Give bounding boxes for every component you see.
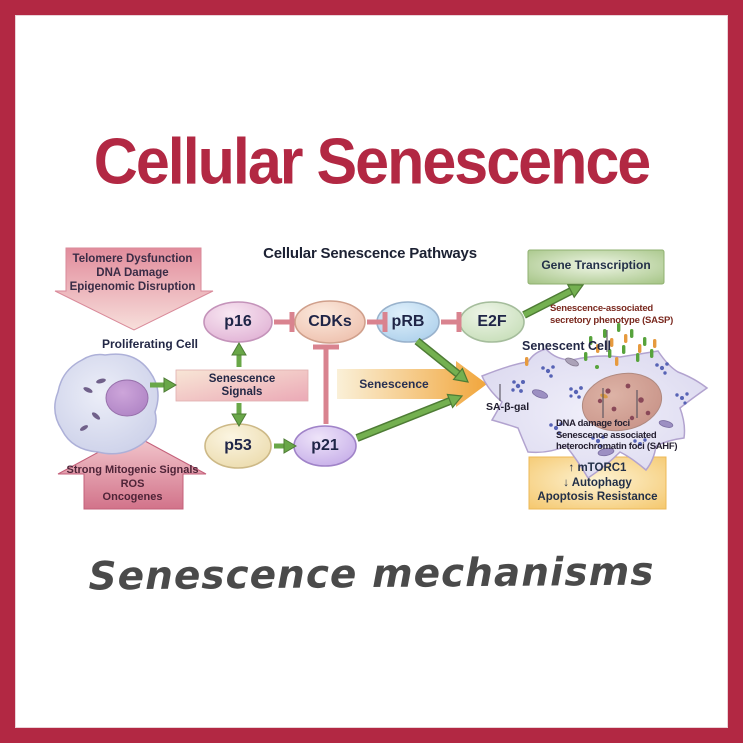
sasp-particles	[525, 323, 657, 369]
gene-transcription-label: Gene Transcription	[541, 258, 651, 272]
stress-line-2: DNA Damage	[96, 267, 169, 279]
effects-line-3: Apoptosis Resistance	[537, 491, 658, 503]
senescent-cell-label: Senescent Cell	[522, 339, 611, 353]
pointer-lines	[499, 330, 638, 418]
node-p53-label: p53	[224, 437, 252, 454]
senescence-arrow-label: Senescence	[359, 377, 429, 391]
mitogenic-arrow-text: Strong Mitogenic Signals ROS Oncogenes	[58, 464, 207, 505]
node-cdks-shape	[294, 300, 366, 344]
mitogenic-up-arrow	[57, 433, 207, 510]
node-p21-label: p21	[311, 437, 339, 454]
sasp-label: Senescence-associated secretory phenotyp…	[550, 303, 690, 327]
effects-line-1: ↑ mTORC1	[568, 462, 627, 474]
effects-box-text: ↑ mTORC1 ↓ Autophagy Apoptosis Resistanc…	[529, 461, 666, 505]
node-p16-shape	[203, 301, 273, 343]
sasp-line-1: Senescence-associated	[550, 303, 653, 314]
node-e2f-label: E2F	[477, 313, 507, 330]
signals-line-2: Signals	[221, 386, 263, 398]
senescent-cell-art	[481, 348, 709, 480]
inhibition-connectors	[274, 312, 462, 424]
mitogenic-line-3: Oncogenes	[102, 491, 163, 503]
node-prb-label: pRB	[391, 313, 425, 330]
signals-line-1: Senescence	[208, 373, 276, 385]
mitogenic-line-1: Strong Mitogenic Signals	[66, 464, 199, 476]
sasp-line-2: secretory phenotype (SASP)	[550, 315, 674, 326]
foci-line-3: heterochromatin foci (SAHF)	[556, 441, 678, 452]
stress-down-arrow	[54, 247, 214, 331]
sa-b-gal-granules	[511, 362, 689, 448]
sa-b-gal-label: SA-β-gal	[486, 401, 530, 413]
proliferating-cell-label: Proliferating Cell	[101, 337, 199, 351]
stress-arrow-text: Telomere Dysfunction DNA Damage Epigenom…	[62, 252, 203, 294]
foci-line-1: DNA damage foci	[556, 418, 630, 429]
page-title: Cellular Senescence	[93, 124, 651, 198]
foci-labels: DNA damage foci Senescence associated he…	[556, 418, 706, 453]
handwritten-caption: Senescence mechanisms	[88, 549, 655, 600]
stress-line-3: Epigenomic Disruption	[69, 281, 196, 293]
mitogenic-line-2: ROS	[120, 477, 145, 490]
senescence-signals-label: Senescence Signals	[176, 373, 308, 399]
activation-arrows	[150, 284, 585, 454]
gene-transcription-box	[527, 249, 665, 285]
proliferating-cell-art	[54, 353, 159, 455]
node-cdks-label: CDKs	[308, 313, 352, 330]
node-p16-label: p16	[224, 313, 252, 330]
foci-line-2: Senescence associated	[556, 429, 657, 441]
diagram-title: Cellular Senescence Pathways	[263, 245, 477, 262]
stress-line-1: Telomere Dysfunction	[72, 253, 193, 265]
effects-line-2: ↓ Autophagy	[563, 476, 632, 489]
